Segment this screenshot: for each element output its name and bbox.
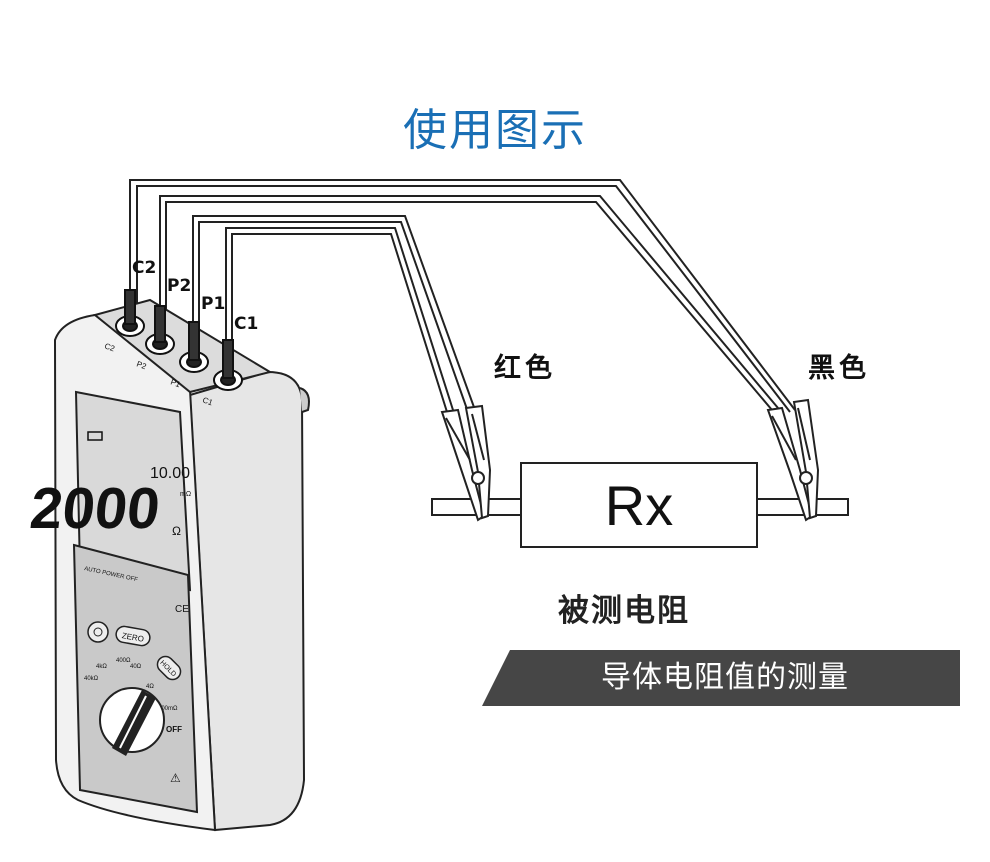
wire-c2-inner bbox=[136, 185, 791, 413]
red-clip-pair bbox=[440, 404, 492, 522]
range-label-4k: 4kΩ bbox=[96, 664, 107, 670]
ce-mark: CE bbox=[175, 604, 189, 615]
wire-p2-inner bbox=[165, 201, 773, 411]
red-clip-label: 红色 bbox=[494, 353, 556, 384]
resistor-box: Rx bbox=[520, 462, 758, 548]
backlight-button bbox=[87, 621, 109, 643]
zero-button-label: ZERO bbox=[121, 631, 144, 644]
off-label: OFF bbox=[166, 725, 182, 734]
wire-p1 bbox=[192, 215, 476, 411]
wire-p2 bbox=[159, 195, 779, 409]
rotary-dial-grip bbox=[112, 690, 156, 756]
terminal-mark-c2: C2 bbox=[103, 341, 116, 353]
range-label-40k: 40kΩ bbox=[84, 676, 99, 682]
zero-button bbox=[115, 625, 151, 647]
wire-c1 bbox=[225, 227, 454, 411]
terminal-label-p2: P2 bbox=[167, 276, 192, 296]
meter-side bbox=[188, 370, 306, 832]
resistor-caption: 被测电阻 bbox=[558, 593, 690, 629]
terminal-label-c1: C1 bbox=[234, 314, 259, 334]
terminal-label-p1: P1 bbox=[201, 294, 226, 314]
terminal-mark-p2: P2 bbox=[135, 359, 148, 371]
range-label-400: 400Ω bbox=[116, 658, 131, 664]
lcd-range-reading: 10.00 bbox=[150, 465, 190, 482]
warning-icon: ⚠ bbox=[170, 771, 181, 785]
range-label-40: 40Ω bbox=[130, 664, 142, 670]
terminal-mark-p1: P1 bbox=[169, 377, 182, 389]
backlight-icon bbox=[93, 627, 103, 637]
red-clip-pivot bbox=[471, 471, 485, 485]
wire-c1-inner bbox=[231, 233, 448, 413]
resistor-label: Rx bbox=[604, 473, 674, 537]
range-label-4: 4Ω bbox=[146, 684, 154, 690]
lcd-main-reading: 2000 bbox=[27, 476, 163, 541]
hold-button bbox=[156, 655, 182, 681]
lcd-unit: Ω bbox=[172, 524, 181, 538]
wire-c2 bbox=[129, 179, 796, 411]
terminal-marks: C2 P2 P1 C1 bbox=[103, 341, 214, 407]
black-clip-label: 黑色 bbox=[808, 353, 870, 384]
lcd-contents: 2000 10.00 mΩ Ω bbox=[27, 431, 191, 541]
meter-knob-side bbox=[299, 387, 310, 413]
page-title: 使用图示 bbox=[403, 105, 587, 156]
banner-text: 导体电阻值的测量 bbox=[601, 660, 849, 695]
wire-p1-inner bbox=[198, 221, 469, 413]
black-clip-pair bbox=[766, 398, 820, 522]
terminal-label-c2: C2 bbox=[132, 258, 157, 278]
lcd-unit-small: mΩ bbox=[180, 491, 191, 498]
black-clip-pivot bbox=[799, 471, 813, 485]
battery-icon bbox=[87, 431, 103, 441]
wires bbox=[129, 179, 796, 413]
keypad-panel bbox=[72, 543, 199, 814]
range-label-400m: 400mΩ bbox=[158, 706, 178, 712]
lcd-window bbox=[74, 390, 192, 592]
terminal-mark-c1: C1 bbox=[201, 395, 214, 407]
terminals bbox=[115, 289, 243, 391]
meter bbox=[53, 298, 310, 832]
